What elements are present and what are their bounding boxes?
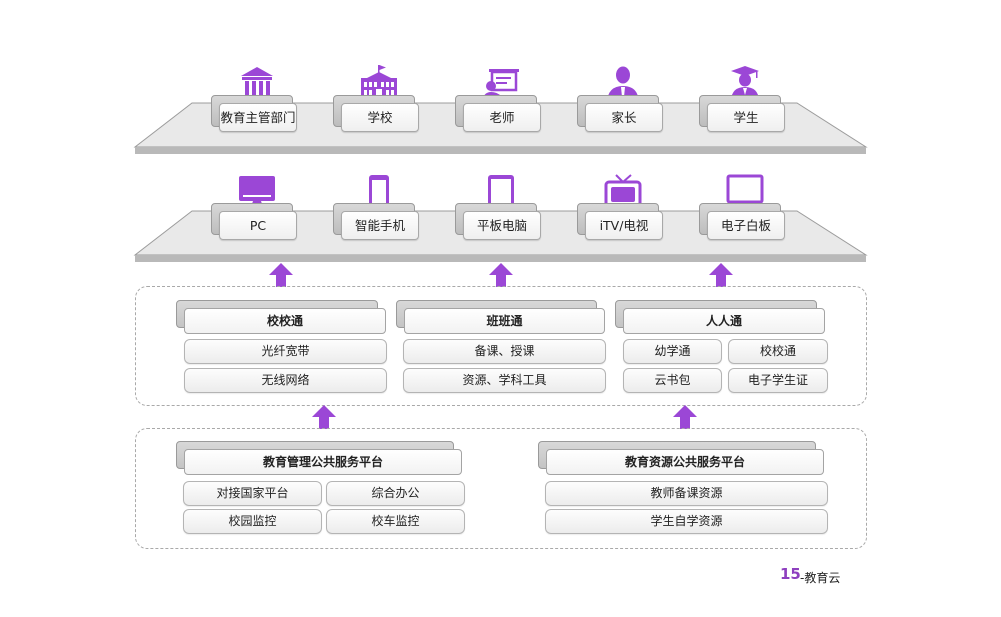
device-tab: 电子白板 bbox=[699, 203, 785, 240]
device-tab-label: 平板电脑 bbox=[463, 211, 541, 240]
user-tab: 学生 bbox=[699, 95, 785, 132]
platform-item: 综合办公 bbox=[326, 481, 465, 506]
up-arrow-icon bbox=[489, 263, 513, 287]
app-header-banbantong: 班班通 bbox=[396, 300, 605, 334]
up-arrow-icon bbox=[269, 263, 293, 287]
device-tab-label: PC bbox=[219, 211, 297, 240]
user-tab: 老师 bbox=[455, 95, 541, 132]
app-header-label: 班班通 bbox=[404, 308, 605, 334]
up-arrow-icon bbox=[312, 405, 336, 429]
app-item: 光纤宽带 bbox=[184, 339, 387, 364]
platform-item: 校园监控 bbox=[183, 509, 322, 534]
device-tab: 智能手机 bbox=[333, 203, 419, 240]
user-tab: 教育主管部门 bbox=[211, 95, 297, 132]
device-tab: iTV/电视 bbox=[577, 203, 663, 240]
page-number: 15 bbox=[780, 565, 801, 583]
app-item: 资源、学科工具 bbox=[403, 368, 606, 393]
applications-group bbox=[135, 286, 867, 406]
platform-header-label: 教育资源公共服务平台 bbox=[546, 449, 824, 475]
tablet-icon bbox=[488, 175, 514, 210]
app-item: 云书包 bbox=[623, 368, 722, 393]
app-item: 电子学生证 bbox=[728, 368, 828, 393]
platform-header-resources: 教育资源公共服务平台 bbox=[538, 441, 824, 475]
user-tab: 家长 bbox=[577, 95, 663, 132]
app-header-renrentong: 人人通 bbox=[615, 300, 825, 334]
platform-item: 教师备课资源 bbox=[545, 481, 828, 506]
user-tab-label: 学生 bbox=[707, 103, 785, 132]
platform-header-label: 教育管理公共服务平台 bbox=[184, 449, 462, 475]
platform-item: 校车监控 bbox=[326, 509, 465, 534]
platform-header-management: 教育管理公共服务平台 bbox=[176, 441, 462, 475]
device-tab-label: 电子白板 bbox=[707, 211, 785, 240]
device-tab: PC bbox=[211, 203, 297, 240]
app-item: 校校通 bbox=[728, 339, 828, 364]
device-tab: 平板电脑 bbox=[455, 203, 541, 240]
app-item: 幼学通 bbox=[623, 339, 722, 364]
device-tab-label: iTV/电视 bbox=[585, 211, 663, 240]
page-label: -教育云 bbox=[800, 571, 841, 585]
up-arrow-icon bbox=[673, 405, 697, 429]
app-header-label: 校校通 bbox=[184, 308, 386, 334]
service-platforms-group bbox=[135, 428, 867, 549]
app-header-label: 人人通 bbox=[623, 308, 825, 334]
up-arrow-icon bbox=[709, 263, 733, 287]
user-tab-label: 教育主管部门 bbox=[219, 103, 297, 132]
school-building-icon bbox=[361, 65, 397, 100]
user-tab-label: 老师 bbox=[463, 103, 541, 132]
app-header-xiaoxiaotong: 校校通 bbox=[176, 300, 386, 334]
app-item: 备课、授课 bbox=[403, 339, 606, 364]
app-item: 无线网络 bbox=[184, 368, 387, 393]
platform-item: 对接国家平台 bbox=[183, 481, 322, 506]
device-tab-label: 智能手机 bbox=[341, 211, 419, 240]
platform-item: 学生自学资源 bbox=[545, 509, 828, 534]
user-tab: 学校 bbox=[333, 95, 419, 132]
user-tab-label: 学校 bbox=[341, 103, 419, 132]
user-tab-label: 家长 bbox=[585, 103, 663, 132]
